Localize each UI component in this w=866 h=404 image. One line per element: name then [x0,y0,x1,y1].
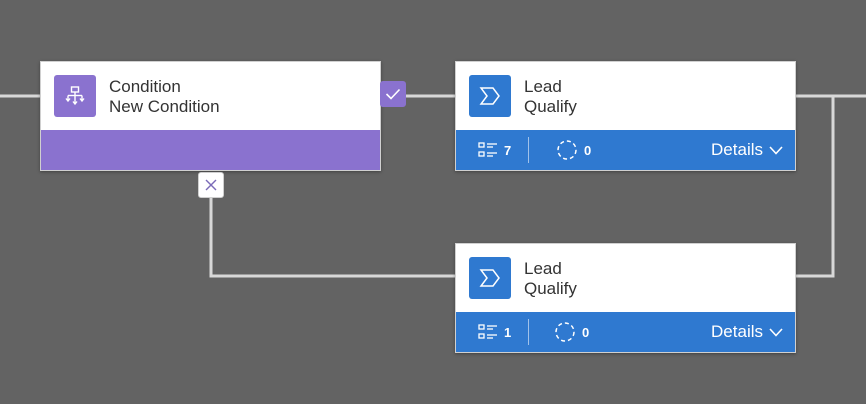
steps-list-icon [478,142,497,157]
steps-count-stat: 1 [478,312,511,352]
close-icon [205,179,217,191]
condition-title: Condition [109,77,181,96]
action-title: Lead [524,77,562,96]
chevron-down-icon [769,145,783,155]
pending-circle-icon [557,140,577,160]
action-icon-tile [469,257,511,299]
pending-count: 0 [584,142,592,158]
details-button[interactable]: Details [711,312,783,352]
action-footer: 1 0 Details [456,312,795,352]
condition-footer [41,130,380,170]
checkmark-icon [385,88,401,100]
details-label: Details [711,322,763,341]
action-title: Lead [524,259,562,278]
chevron-step-icon [479,87,500,105]
stat-divider [528,137,529,163]
steps-count-stat: 7 [478,130,511,170]
action-card-lead-qualify-1[interactable]: Lead Qualify 7 0 [455,61,796,171]
steps-count: 7 [504,142,512,158]
steps-list-icon [478,324,497,339]
action-subtitle: Qualify [524,279,577,298]
action-subtitle: Qualify [524,97,577,116]
condition-icon-tile [54,75,96,117]
yes-branch-badge[interactable] [380,81,406,107]
pending-count: 0 [582,324,590,340]
chevron-step-icon [479,269,500,287]
flow-branch-icon [65,86,85,106]
action-card-lead-qualify-2[interactable]: Lead Qualify 1 0 [455,243,796,353]
pending-circle-icon [555,322,575,342]
pending-count-stat: 0 [554,312,589,352]
details-button[interactable]: Details [711,130,783,170]
action-icon-tile [469,75,511,117]
action-footer: 7 0 Details [456,130,795,170]
action-card-header: Lead Qualify [456,244,795,312]
no-branch-badge[interactable] [198,172,224,198]
action-card-header: Lead Qualify [456,62,795,130]
condition-subtitle: New Condition [109,97,220,116]
condition-card[interactable]: Condition New Condition [40,61,381,171]
stat-divider [528,319,529,345]
pending-count-stat: 0 [556,130,591,170]
chevron-down-icon [769,327,783,337]
details-label: Details [711,140,763,159]
steps-count: 1 [504,324,512,340]
condition-card-header: Condition New Condition [41,62,380,130]
